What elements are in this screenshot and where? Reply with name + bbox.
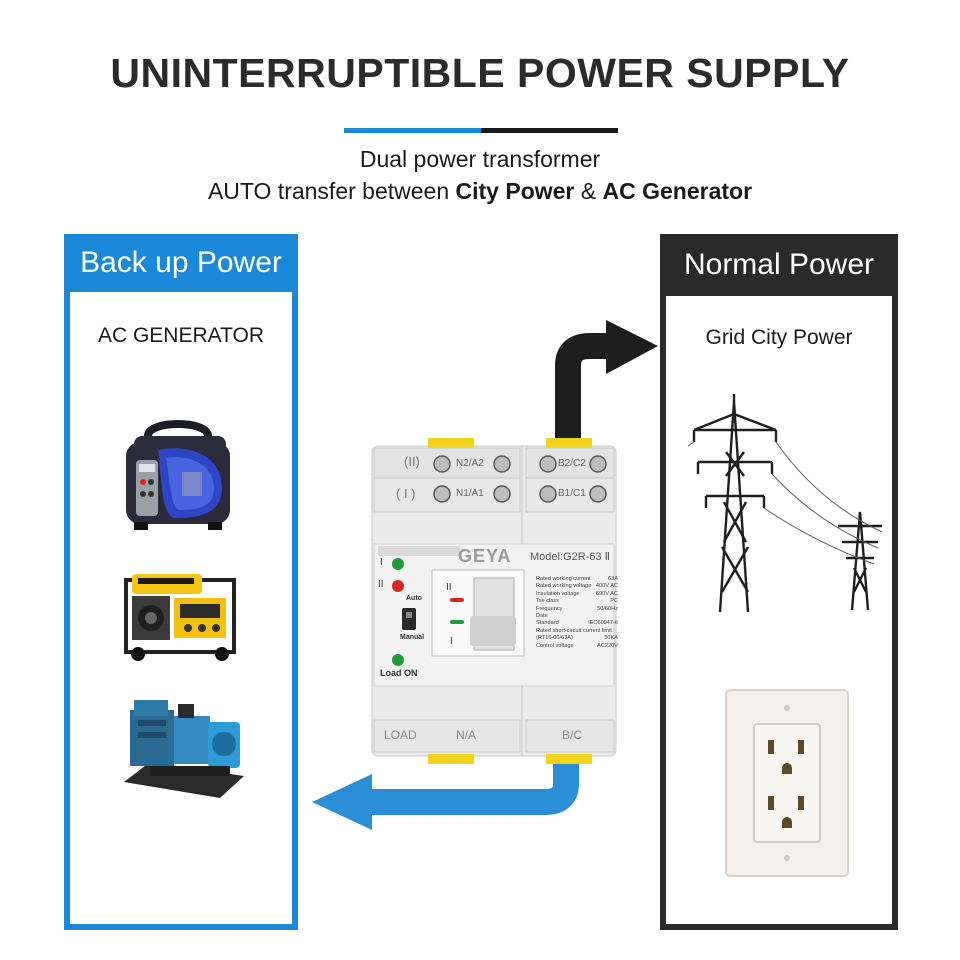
terminal-b-c: B/C [562, 728, 583, 742]
spec-row: Tse class PC [536, 598, 618, 605]
title-rule-black [481, 128, 618, 133]
spec-key: Insulation voltage [536, 590, 580, 597]
spec-key: Rated working voltage [536, 583, 592, 590]
subtitle-city-power: City Power [455, 178, 575, 204]
spec-row: Rated working current 63A [536, 576, 618, 583]
terminal-n-a: N/A [456, 728, 477, 742]
spec-key: Rated short-circuit current limit [536, 627, 612, 634]
normal-power-heading: Normal Power [660, 234, 898, 296]
spec-key: Frequency [536, 605, 563, 612]
grid-city-power-label: Grid City Power [705, 326, 853, 349]
spec-value: AC220V [597, 642, 618, 649]
manual-label: Manual [400, 634, 425, 641]
spec-row: Insulation voltage 690V AC [536, 591, 618, 598]
spec-key: Control voltage [536, 642, 574, 649]
spec-row: Control voltage AC220V [536, 643, 618, 650]
spec-key: Date [536, 613, 548, 620]
arrow-to-grid-icon [555, 320, 658, 444]
spec-key: Standard [536, 620, 559, 627]
transfer-switch-device: (II) N2/A2 B2/C2 ( I ) N1/A1 B1/C1 GEYA … [366, 438, 622, 764]
spec-value: 50KA [604, 635, 618, 642]
spec-value: 63A [608, 576, 618, 582]
transmission-tower-icon [688, 394, 883, 613]
diesel-generator-icon [124, 700, 244, 798]
spec-row: (RT16-00/63A) 50KA [536, 635, 618, 642]
inverter-generator-icon [126, 420, 230, 530]
switch-i-label: I [450, 636, 453, 647]
indicator-i-label: I [380, 557, 383, 568]
spec-row: Frequency 50/60Hz [536, 606, 618, 613]
spec-row: Standard IEC60947-6 [536, 620, 618, 627]
spec-key: Tse class [536, 598, 560, 605]
subtitle-line-1: Dual power transformer [359, 146, 601, 172]
spec-row: Rated short-circuit current limit [536, 628, 618, 635]
spec-value: IEC60947-6 [588, 620, 618, 627]
switch-ii-label: II [446, 582, 452, 593]
backup-power-heading: Back up Power [64, 234, 298, 292]
row-ii-label: (II) [404, 454, 420, 469]
terminal-b1-c1: B1/C1 [558, 488, 586, 499]
spec-value: 50/60Hz [597, 605, 618, 612]
load-on-label: Load ON [380, 668, 418, 678]
terminal-n2-a2: N2/A2 [456, 458, 484, 469]
wall-outlet-icon [725, 689, 849, 877]
spec-key: Rated working current [536, 576, 591, 582]
page-title: UNINTERRUPTIBLE POWER SUPPLY [110, 50, 850, 96]
terminal-n1-a1: N1/A1 [456, 488, 484, 499]
subtitle-ac-generator: AC Generator [602, 178, 753, 204]
spec-value: 690V AC [595, 590, 618, 597]
subtitle-ampersand: & [580, 178, 597, 204]
title-rule-blue [344, 128, 481, 133]
model-label: Model:G2R-63 Ⅱ [530, 551, 611, 563]
terminal-b2-c2: B2/C2 [558, 458, 586, 469]
auto-label: Auto [406, 595, 422, 602]
spec-value: PC [610, 598, 618, 605]
row-i-label: ( I ) [396, 486, 416, 501]
brand-logo: GEYA [458, 546, 512, 566]
spec-key: (RT16-00/63A) [536, 635, 573, 642]
spec-value: 400V AC [595, 583, 618, 590]
arrow-to-generator-icon [312, 762, 579, 830]
device-housing [371, 438, 617, 764]
spec-row: Date [536, 613, 618, 620]
portable-generator-icon [124, 574, 236, 661]
load-label: LOAD [384, 728, 417, 742]
ac-generator-label: AC GENERATOR [97, 324, 265, 347]
indicator-ii-label: II [378, 579, 384, 590]
subtitle-line-2: AUTO transfer between City Power & AC Ge… [0, 178, 960, 205]
subtitle-prefix: AUTO transfer between [207, 178, 450, 204]
